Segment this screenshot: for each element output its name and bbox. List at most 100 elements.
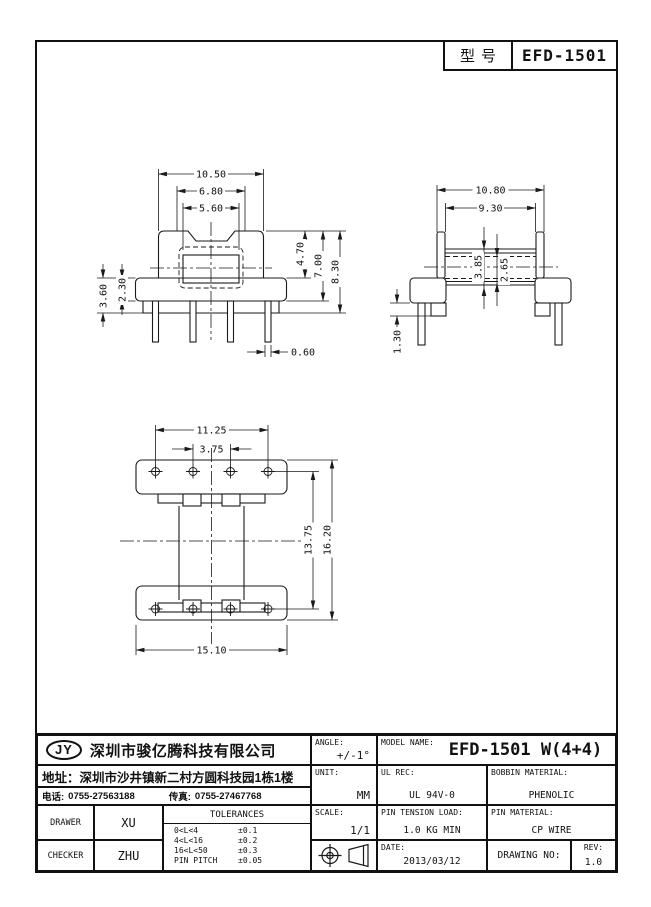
bottom-tab (221, 599, 241, 613)
tolerance-range: PIN PITCH (174, 856, 218, 865)
bottom-tab (182, 493, 202, 507)
company-name: 深圳市骏亿腾科技有限公司 (89, 742, 276, 760)
dim-bottom-pin-pitch: 3.75 (172, 444, 252, 465)
bottom-view: 11.25 3.75 13.75 (120, 424, 338, 657)
pin-material-label: PIN MATERIAL: (491, 808, 554, 817)
dim-text: 11.25 (196, 426, 226, 437)
pin-material-cell: PIN MATERIAL: CP WIRE (487, 805, 616, 840)
dim-side-width-outer: 10.80 (436, 184, 545, 232)
company-logo: JY (46, 740, 82, 760)
bobbin-material-label: BOBBIN MATERIAL: (491, 768, 569, 777)
unit-cell: UNIT: MM (311, 765, 377, 805)
dim-text: 1.30 (393, 330, 404, 354)
dim-text: 13.75 (304, 525, 315, 555)
dim-text: 9.30 (478, 204, 502, 215)
bobbin-material-cell: BOBBIN MATERIAL: PHENOLIC (487, 765, 616, 805)
phone-label: 电话: (42, 792, 65, 803)
front-pins (151, 300, 272, 343)
model-name-label: MODEL NAME: (381, 738, 434, 747)
model-name-cell: MODEL NAME: EFD-1501 W(4+4) (377, 735, 616, 765)
tolerance-row: PIN PITCH ±0.05 (174, 856, 304, 866)
dim-text: 15.10 (196, 646, 226, 657)
dim-text: 5.60 (199, 204, 223, 215)
date-value: 2013/03/12 (403, 856, 461, 867)
drawer-name: XU (94, 805, 163, 840)
phone-row: 电话: 0755-27563188 传真: 0755-27467768 (37, 787, 311, 805)
address-row: 地址： 深圳市沙井镇新二村方圆科技园1栋1楼 (37, 765, 311, 787)
model-name-value: EFD-1501 W(4+4) (448, 740, 603, 760)
drawing-no-label: DRAWING NO: (497, 850, 561, 861)
dim-bottom-flange-width: 15.10 (135, 625, 288, 657)
scale-label: SCALE: (315, 808, 344, 817)
checker-label: CHECKER (37, 840, 94, 871)
model-label: 型号 (445, 42, 513, 69)
pin-tension-label: PIN TENSION LOAD: (381, 808, 463, 817)
ul-rec-cell: UL REC: UL 94V-0 (377, 765, 487, 805)
side-tube-lines (445, 248, 536, 286)
angle-cell: ANGLE: +/-1° (311, 735, 377, 765)
dim-text: 8.30 (331, 260, 342, 284)
fax-value: 0755-27467768 (194, 790, 262, 802)
projection-symbol-cell (311, 840, 377, 871)
ul-rec-label: UL REC: (381, 768, 415, 777)
ul-rec-value: UL 94V-0 (409, 790, 455, 801)
checker-name: ZHU (94, 840, 163, 871)
tolerance-value: ±0.05 (238, 856, 263, 865)
drawer-label: DRAWER (37, 805, 94, 840)
dim-front-pin-width: 0.60 (247, 345, 315, 359)
pin-tension-cell: PIN TENSION LOAD: 1.0 KG MIN (377, 805, 487, 840)
angle-value: +/-1° (336, 749, 370, 762)
address-label: 地址： (42, 770, 80, 785)
address-value: 深圳市沙井镇新二村方圆科技园1栋1楼 (79, 770, 294, 785)
phone-value: 0755-27563188 (68, 790, 135, 802)
dim-text: 3.60 (99, 284, 110, 308)
rev-label: REV: (583, 843, 604, 852)
first-angle-projection-icon (318, 843, 369, 868)
bottom-tab (221, 493, 241, 507)
dim-text: 2.30 (118, 278, 129, 302)
dim-text: 10.50 (196, 170, 226, 181)
dim-front-left-inner: 2.30 (116, 264, 129, 315)
angle-label: ANGLE: (315, 738, 344, 747)
side-view: 10.80 9.30 3.85 (390, 184, 572, 357)
title-block: JY 深圳市骏亿腾科技有限公司 地址： 深圳市沙井镇新二村方圆科技园1栋1楼 电… (35, 733, 618, 873)
dim-bottom-pin-span: 11.25 (155, 424, 269, 465)
front-pin-seat (142, 301, 280, 314)
dim-side-depth-outer: 3.85 (472, 227, 487, 309)
dim-bottom-pin-rows: 13.75 (272, 471, 319, 610)
dim-side-width-inner: 9.30 (445, 202, 536, 232)
dim-side-pin-seat: 1.30 (390, 289, 431, 357)
tolerance-range: 16<L<50 (174, 846, 208, 855)
date-cell: DATE: 2013/03/12 (377, 840, 487, 871)
tolerance-range: 0<L<4 (174, 826, 199, 835)
dim-text: 4.70 (296, 242, 307, 266)
scale-cell: SCALE: 1/1 (311, 805, 377, 840)
side-foot-right (534, 277, 572, 304)
tolerance-range: 4<L<16 (174, 836, 203, 845)
dim-text: 16.20 (323, 525, 334, 555)
side-pin-right (554, 302, 563, 346)
side-foot-left (409, 277, 447, 304)
unit-value: MM (356, 789, 370, 802)
tolerance-row: 16<L<50 ±0.3 (174, 846, 304, 856)
drawing-no-cell: DRAWING NO: (487, 840, 571, 871)
date-label: DATE: (381, 843, 406, 852)
side-seat-right (534, 302, 551, 317)
front-view: 10.50 6.80 5.60 (97, 168, 346, 359)
dim-text: 7.00 (314, 254, 325, 278)
dim-front-left-outer: 3.60 (97, 264, 110, 327)
side-hidden-lines (445, 256, 536, 279)
scale-value: 1/1 (350, 824, 370, 837)
dim-front-width-outer: 10.50 (158, 168, 264, 231)
dim-text: 3.85 (474, 255, 485, 279)
tolerances-title: TOLERANCES (164, 806, 310, 824)
dim-front-width-inner: 5.60 (182, 202, 240, 250)
tolerance-row: 0<L<4 ±0.1 (174, 826, 304, 836)
tolerances-list: 0<L<4 ±0.1 4<L<16 ±0.2 16<L<50 ±0.3 PIN … (164, 824, 310, 870)
side-pin-left (417, 302, 426, 346)
fax-label: 传真: (168, 792, 191, 803)
dim-text: 3.75 (199, 445, 223, 456)
company-row: JY 深圳市骏亿腾科技有限公司 (37, 735, 311, 765)
tolerance-row: 4<L<16 ±0.2 (174, 836, 304, 846)
dim-side-depth-inner: 2.65 (494, 234, 511, 306)
